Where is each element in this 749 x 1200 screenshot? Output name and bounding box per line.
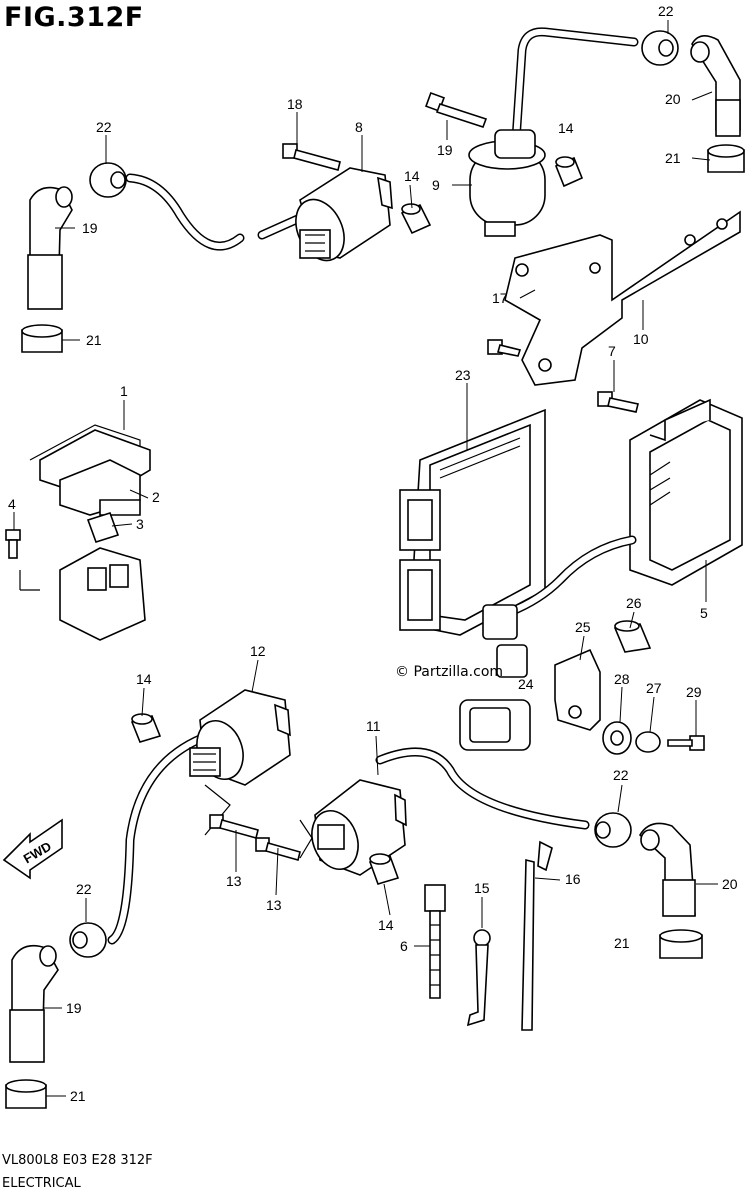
cushion-14-lower[interactable] <box>368 853 400 885</box>
callout-26: 26 <box>626 595 642 611</box>
callout-10: 10 <box>633 331 649 347</box>
callout-24: 24 <box>518 676 534 692</box>
footer-section: ELECTRICAL <box>2 1176 81 1191</box>
relay-assembly-1[interactable] <box>19 424 151 641</box>
regulator-5[interactable] <box>482 398 743 678</box>
callout-labels: 22 20 21 18 19 14 8 9 14 22 19 21 17 10 … <box>8 3 738 1104</box>
plug-cover-21-bottom-right[interactable] <box>659 929 703 959</box>
callout-4: 4 <box>8 496 16 512</box>
bolt-13-left[interactable] <box>209 814 259 839</box>
callout-7: 7 <box>608 343 616 359</box>
callout-3: 3 <box>136 516 144 532</box>
callout-22: 22 <box>613 767 629 783</box>
collar-26[interactable] <box>613 620 652 653</box>
callout-19: 19 <box>66 1000 82 1016</box>
callout-20: 20 <box>722 876 738 892</box>
callout-19: 19 <box>82 220 98 236</box>
bracket-10[interactable] <box>504 210 741 386</box>
plug-cover-21-top[interactable] <box>707 144 745 173</box>
callout-18: 19 <box>437 142 453 158</box>
plug-cap-20-top[interactable] <box>690 35 741 137</box>
plug-cap-seal-22-top[interactable] <box>641 30 679 66</box>
callout-22: 22 <box>76 881 92 897</box>
callout-17: 17 <box>492 290 508 306</box>
callout-23: 23 <box>455 367 471 383</box>
callout-14: 14 <box>378 917 394 933</box>
leader-lines <box>13 20 718 1097</box>
plug-cap-seal-22-bottom-left[interactable] <box>69 922 107 958</box>
callout-14: 14 <box>136 671 152 687</box>
plug-cover-21-bottom-left[interactable] <box>5 1079 47 1109</box>
callout-21: 21 <box>86 332 102 348</box>
bolt-18-left[interactable] <box>282 143 341 171</box>
grommet-28[interactable] <box>602 721 632 755</box>
callout-2: 2 <box>152 489 160 505</box>
callout-13: 13 <box>266 897 282 913</box>
watermark: © Partzilla.com <box>395 664 504 680</box>
callout-28: 28 <box>614 671 630 687</box>
callout-13: 13 <box>226 873 242 889</box>
cushion-14-top[interactable] <box>400 203 432 235</box>
callout-25: 25 <box>575 619 591 635</box>
plug-cap-20-bottom[interactable] <box>638 822 696 917</box>
ignition-coil-8[interactable] <box>125 167 393 268</box>
plug-cap-19-bottom-left[interactable] <box>9 944 59 1063</box>
plug-cap-seal-22-bottom-right[interactable] <box>594 812 632 848</box>
sensor-24[interactable] <box>459 699 531 751</box>
callout-21: 21 <box>665 150 681 166</box>
ecm-23[interactable] <box>399 408 546 636</box>
clamp-6[interactable] <box>424 884 446 999</box>
footer-model: VL800L8 E03 E28 312F <box>2 1153 153 1168</box>
tie-16[interactable] <box>521 840 553 1031</box>
bracket-25[interactable] <box>554 648 601 731</box>
callout-16: 16 <box>565 871 581 887</box>
callout-9: 9 <box>432 177 440 193</box>
callout-14: 14 <box>404 168 420 184</box>
bolt-29[interactable] <box>667 735 705 751</box>
callout-21: 21 <box>70 1088 86 1104</box>
plug-cover-21-left[interactable] <box>21 324 63 353</box>
callout-22: 22 <box>96 119 112 135</box>
callout-15: 15 <box>474 880 490 896</box>
callout-20: 20 <box>665 91 681 107</box>
screw-4[interactable] <box>5 529 21 559</box>
callout-27: 27 <box>646 680 662 696</box>
callout-1: 1 <box>120 383 128 399</box>
callout-29: 29 <box>686 684 702 700</box>
bolt-13-right[interactable] <box>255 837 301 861</box>
callout-5: 5 <box>700 605 708 621</box>
fwd-arrow-icon: FWD <box>2 818 63 880</box>
callout-18: 18 <box>287 96 303 112</box>
plug-cap-19-left[interactable] <box>27 186 73 310</box>
callout-14: 14 <box>558 120 574 136</box>
ignition-coil-9[interactable] <box>468 27 639 237</box>
ignition-coil-11[interactable] <box>299 747 590 876</box>
callout-22: 22 <box>658 3 674 19</box>
callout-21: 21 <box>614 935 630 951</box>
cushion-14-top-right[interactable] <box>554 156 584 188</box>
bolt-18-right[interactable] <box>425 92 488 128</box>
cushion-14-lower-left[interactable] <box>130 713 162 743</box>
callout-11: 11 <box>366 718 381 734</box>
ignition-coil-12[interactable] <box>107 689 291 945</box>
callout-12: 12 <box>250 643 266 659</box>
clamp-15[interactable] <box>466 929 491 1027</box>
plug-cap-seal-22-left[interactable] <box>89 162 127 198</box>
bolt-17[interactable] <box>487 339 522 357</box>
washer-27[interactable] <box>635 731 661 753</box>
callout-8: 8 <box>355 119 363 135</box>
callout-6: 6 <box>400 938 408 954</box>
bolt-7[interactable] <box>597 391 639 413</box>
figure-title: FIG.312F <box>4 2 144 33</box>
